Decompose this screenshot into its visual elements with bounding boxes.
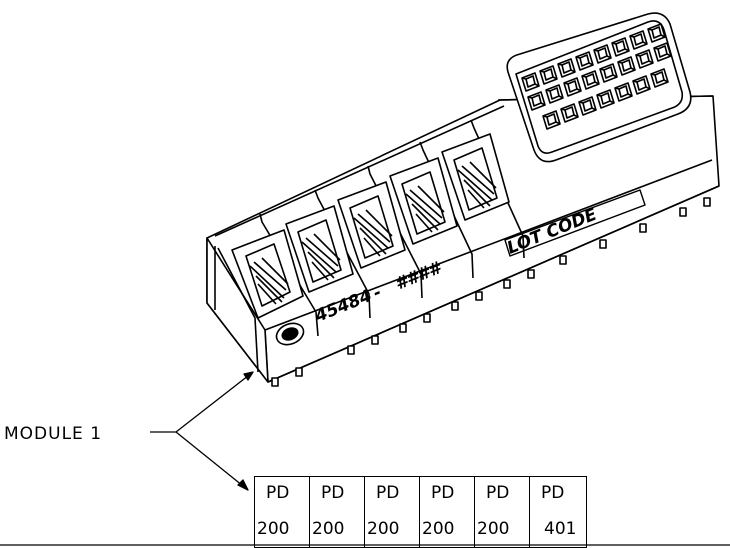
module-code-cell: PD 401 — [529, 476, 587, 548]
pin-socket — [527, 91, 546, 111]
housing-tab — [639, 223, 647, 233]
module-code-cell: PD 200 — [474, 476, 530, 548]
pin-socket — [581, 70, 600, 90]
housing-tab — [423, 313, 431, 323]
cell-code: 200 — [312, 519, 345, 539]
pin-socket — [578, 96, 597, 116]
pin-socket — [593, 44, 612, 64]
housing-tab — [295, 367, 303, 377]
pin-socket — [563, 77, 582, 97]
latch-window — [441, 133, 510, 221]
module-code-cell: PD 200 — [254, 476, 310, 548]
module-callout-label: MODULE 1 — [4, 424, 103, 444]
pin-socket — [650, 68, 669, 88]
cell-prefix: PD — [541, 483, 565, 503]
housing-tab — [475, 291, 483, 301]
pin-socket — [521, 72, 540, 92]
latch-window — [231, 229, 304, 319]
module-code-cell: PD 200 — [364, 476, 420, 548]
cell-code: 200 — [422, 519, 455, 539]
pin-socket — [653, 42, 672, 62]
cell-code: 200 — [367, 519, 400, 539]
pin-socket — [629, 30, 648, 50]
module-code-table: PD 200 PD 200 PD 200 PD 200 PD 200 PD 401 — [254, 476, 587, 548]
pin-socket — [575, 51, 594, 71]
pin-socket — [617, 56, 636, 76]
housing-tab — [399, 323, 407, 333]
housing-tab — [371, 335, 379, 345]
cell-prefix: PD — [376, 483, 400, 503]
latch-window — [337, 181, 406, 269]
pin-socket — [545, 84, 564, 104]
module-code-cell: PD 200 — [419, 476, 475, 548]
cell-prefix: PD — [486, 483, 510, 503]
manufacturer-logo — [275, 322, 305, 346]
cell-code: 401 — [544, 519, 577, 539]
cell-prefix: PD — [431, 483, 455, 503]
module-code-row: PD 200 PD 200 PD 200 PD 200 PD 200 PD 401 — [254, 476, 587, 548]
latch-window — [285, 205, 354, 293]
housing-tab — [599, 239, 607, 249]
housing-tab — [703, 197, 711, 207]
pin-socket — [557, 58, 576, 78]
pin-socket — [614, 82, 633, 102]
pin-header — [506, 12, 692, 163]
cell-prefix: PD — [266, 483, 290, 503]
pin-socket — [560, 103, 579, 123]
pin-socket — [542, 110, 561, 130]
cell-code: 200 — [257, 519, 290, 539]
latch-window — [389, 157, 458, 245]
housing-tab — [451, 301, 459, 311]
pin-socket — [647, 23, 666, 43]
housing-tab — [679, 207, 687, 217]
pin-socket — [611, 37, 630, 57]
pin-socket — [539, 65, 558, 85]
lot-code-frame — [504, 189, 646, 257]
cell-prefix: PD — [321, 483, 345, 503]
callout-leaders — [150, 371, 254, 491]
housing-tab — [559, 255, 567, 265]
housing-tab — [347, 345, 355, 355]
pin-socket — [596, 89, 615, 109]
housing-tab — [503, 279, 511, 289]
pin-grid — [521, 23, 672, 130]
housing-tab — [527, 269, 535, 279]
cell-code: 200 — [477, 519, 510, 539]
bottom-tabs — [271, 197, 711, 387]
pin-socket — [632, 75, 651, 95]
module-code-cell: PD 200 — [309, 476, 365, 548]
pin-socket — [635, 49, 654, 69]
latch-windows — [231, 133, 510, 319]
pin-socket — [599, 63, 618, 83]
housing-tab — [271, 377, 279, 387]
